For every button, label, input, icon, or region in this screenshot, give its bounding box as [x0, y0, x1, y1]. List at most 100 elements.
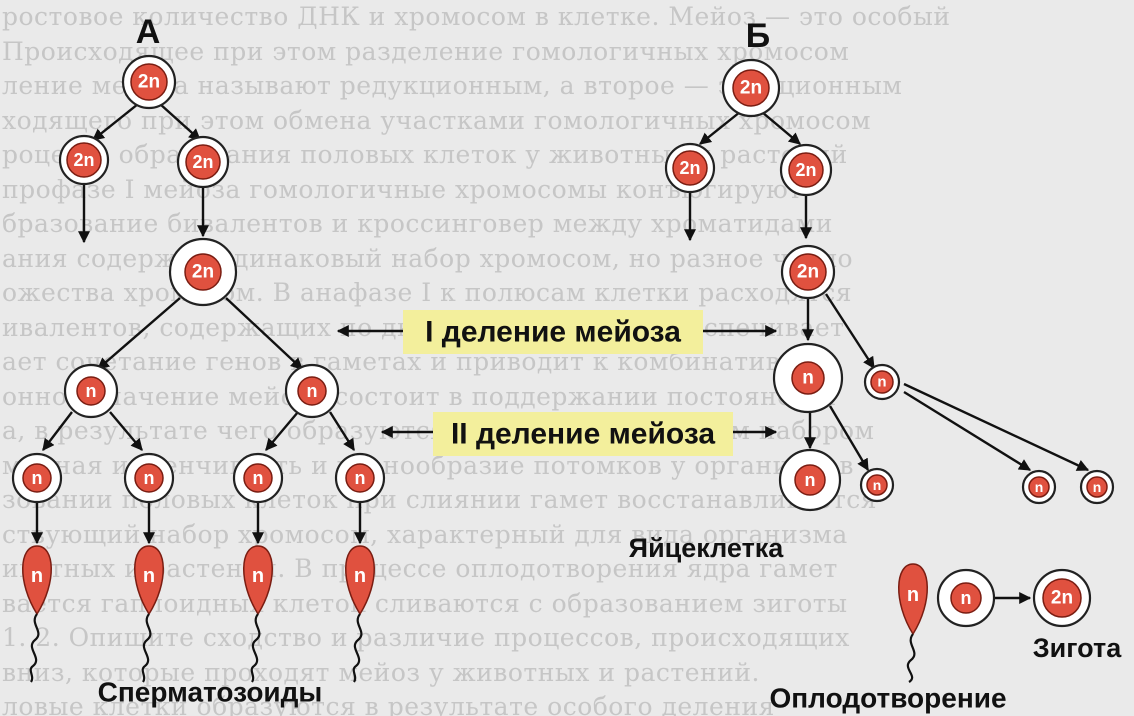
cell-ploidy: 2n	[138, 72, 160, 93]
sperm-ploidy: n	[143, 565, 155, 587]
arrow-a10	[328, 411, 356, 452]
spermatozoon: n	[22, 545, 52, 683]
cell-ploidy: n	[86, 381, 97, 401]
cell-diploid: 2n	[176, 135, 230, 189]
cell-ploidy: n	[307, 381, 318, 401]
cell-ploidy: 2n	[192, 152, 213, 172]
cell-haploid: n	[284, 363, 340, 419]
cell-nucleus	[184, 253, 222, 291]
cell-nucleus	[870, 370, 894, 394]
cell-diploid: 2n	[121, 54, 177, 110]
fertilizing-spermatozoon: n	[898, 563, 928, 683]
cell-nucleus	[866, 474, 888, 496]
cell-ploidy: n	[873, 477, 882, 493]
cell-nucleus	[1086, 476, 1108, 498]
sperm-label: Сперматозоиды	[98, 677, 323, 708]
cell-ploidy: n	[802, 368, 814, 389]
spermatozoon: n	[345, 545, 375, 683]
sperm-tail	[29, 613, 40, 683]
arrow-a6	[225, 297, 303, 370]
polar-body: n	[863, 363, 901, 401]
spermatogenesis-cells: 2n 2n 2n 2n n n n	[11, 54, 386, 504]
cell-nucleus	[950, 582, 982, 614]
cell-diploid: 2n	[780, 244, 836, 300]
cell-nucleus	[22, 463, 52, 493]
cell-diploid-large: 2n	[168, 237, 238, 307]
cell-ploidy: n	[144, 468, 155, 488]
polar-body: n	[1021, 469, 1057, 505]
sperm-ploidy: n	[252, 565, 264, 587]
cell-nucleus	[732, 69, 770, 107]
cell-ploidy: 2n	[192, 262, 214, 283]
cell-diploid: 2n	[664, 142, 716, 194]
zygote-label: Зигота	[1033, 633, 1122, 663]
sperm-ploidy: n	[354, 565, 366, 587]
cell-haploid: n	[63, 363, 119, 419]
cell-ploidy: n	[32, 468, 43, 488]
cell-diploid: 2n	[58, 134, 110, 186]
fertilized-egg: n	[936, 568, 996, 628]
cell-nucleus	[66, 142, 102, 178]
cell-haploid: n	[334, 452, 386, 504]
oogenesis-cells: 2n 2n 2n 2n n n n	[664, 58, 1115, 628]
cell-haploid: n	[232, 452, 284, 504]
cell-ploidy: n	[253, 468, 264, 488]
cell-ploidy: 2n	[73, 150, 94, 170]
arrow-a2	[159, 103, 201, 141]
cell-ploidy: 2n	[797, 262, 819, 283]
cell-nucleus	[788, 152, 824, 188]
meiosis-1-label: I деление мейоза	[425, 316, 681, 349]
cell-haploid-large: n	[772, 342, 844, 414]
cell-nucleus	[243, 463, 273, 493]
arrow-b10	[903, 382, 1090, 472]
cell-nucleus	[297, 376, 327, 406]
zygote: 2n	[1032, 568, 1092, 628]
cell-nucleus	[789, 253, 827, 291]
arrow-b1	[699, 111, 741, 145]
cell-nucleus	[1028, 476, 1050, 498]
cell-nucleus	[672, 150, 708, 186]
cell-nucleus	[1042, 578, 1082, 618]
cell-haploid: n	[123, 452, 175, 504]
cell-haploid: n	[11, 452, 63, 504]
arrow-b2	[761, 111, 801, 145]
arrow-a1	[92, 103, 139, 141]
cell-ploidy: n	[805, 470, 816, 490]
spermatogenesis-arrows	[31, 103, 366, 545]
polar-body: n	[1079, 469, 1115, 505]
cell-nucleus	[794, 464, 826, 496]
cell-nucleus	[345, 463, 375, 493]
sperm-tail	[141, 613, 152, 683]
cell-nucleus	[185, 144, 221, 180]
oogenesis-arrows	[684, 111, 1090, 604]
section-b-label: Б	[746, 17, 770, 55]
arrow-b9	[903, 390, 1032, 472]
meiosis-1-highlight	[403, 310, 703, 354]
arrow-b8	[828, 405, 870, 472]
spermatozoa: n n n n n	[22, 545, 928, 683]
cell-nucleus	[130, 63, 168, 101]
arrow-b6	[824, 293, 876, 370]
section-a-label: А	[136, 13, 161, 51]
sperm-ploidy: n	[907, 584, 919, 606]
sperm-ploidy: n	[31, 565, 43, 587]
cell-ploidy: n	[1035, 479, 1044, 495]
sperm-tail	[352, 613, 363, 683]
egg-cell: n	[778, 448, 842, 512]
cell-nucleus	[791, 361, 825, 395]
spermatozoon: n	[134, 545, 164, 683]
meiosis-2-highlight	[433, 412, 733, 456]
cell-ploidy: n	[877, 374, 886, 391]
spermatozoon: n	[243, 545, 273, 683]
cell-nucleus	[134, 463, 164, 493]
meiosis-1-band: I деление мейоза	[403, 310, 703, 354]
cell-diploid: 2n	[721, 58, 781, 118]
cell-ploidy: n	[355, 468, 366, 488]
cell-nucleus	[76, 376, 106, 406]
arrow-a8	[109, 411, 143, 451]
meiosis-2-band: II деление мейоза	[433, 412, 733, 456]
arrow-a7	[42, 411, 73, 451]
sperm-tail	[906, 633, 916, 683]
cell-diploid: 2n	[779, 143, 833, 197]
